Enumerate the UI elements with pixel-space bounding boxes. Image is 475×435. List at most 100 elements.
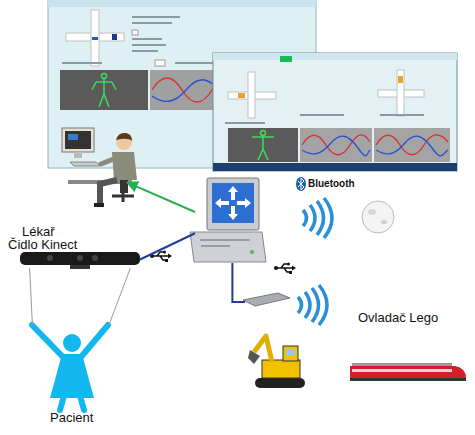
- kinect-sensor: [70, 265, 90, 269]
- app-screenshot: [112, 34, 117, 40]
- app-screenshot: [175, 62, 219, 64]
- network-computer: [215, 186, 251, 220]
- usb-symbol: [287, 263, 290, 266]
- patient-node: Pacient: [28, 325, 116, 413]
- wireless-waves: [310, 205, 315, 231]
- network-computer: [207, 178, 259, 230]
- app-screenshot: [213, 163, 457, 171]
- doctor-figure: [100, 180, 117, 203]
- excavator: [262, 360, 300, 378]
- app-screenshot: [374, 128, 450, 162]
- usb-symbol: [163, 251, 166, 254]
- connector-line: [30, 268, 131, 325]
- wireless-waves: [312, 288, 319, 322]
- doctor-figure: [62, 128, 137, 205]
- sphero-ball: [362, 201, 394, 233]
- app-screenshot: [132, 30, 138, 35]
- app-screenshot: [252, 136, 274, 160]
- kinect-sensor: [77, 255, 83, 261]
- wireless-waves: [303, 210, 307, 226]
- app-screenshot: [213, 53, 457, 171]
- app-screenshot: [60, 70, 148, 110]
- excavator: [283, 346, 298, 361]
- app-screenshot: [261, 131, 266, 136]
- app-screenshot: [92, 79, 116, 107]
- network-computer: [190, 232, 266, 262]
- app-screenshot: [213, 53, 457, 171]
- controller-node: Ovladač Lego: [245, 290, 450, 330]
- app-screenshot: [132, 22, 172, 24]
- lego-controller: [243, 293, 290, 306]
- wireless-waves: [298, 297, 302, 313]
- app-screenshot: [62, 62, 102, 64]
- app-screenshot: [92, 74, 116, 108]
- excavator: [248, 350, 260, 364]
- computer-node: [195, 178, 263, 263]
- kinect-sensor: [20, 252, 140, 265]
- app-screenshot: [132, 44, 166, 46]
- patient-figure: [32, 325, 108, 357]
- doctor-figure: [65, 131, 91, 149]
- bluetooth-logo: [296, 177, 306, 191]
- doctor-figure: [101, 158, 116, 164]
- kinect-sensor: [92, 255, 98, 261]
- patient-figure: [32, 325, 108, 410]
- usb-symbol: [150, 254, 154, 258]
- app-screenshot: [376, 136, 448, 156]
- app-screenshot: [398, 76, 403, 83]
- wireless-waves: [324, 198, 332, 238]
- wireless-waves: [305, 292, 310, 318]
- patient-figure: [63, 334, 81, 352]
- doctor-figure: [116, 133, 132, 141]
- usb-symbol: [150, 251, 172, 263]
- wireless-waves: [317, 201, 324, 235]
- doctor-figure: [68, 134, 78, 140]
- app-screenshot: [213, 53, 457, 60]
- usb-symbol: [152, 252, 168, 260]
- app-screenshot: [248, 72, 255, 118]
- app-screenshot: [252, 131, 274, 161]
- app-screenshot: [91, 10, 99, 66]
- doctor-figure: [62, 128, 94, 152]
- app-screenshot: [132, 50, 158, 52]
- wireless-waves: [298, 285, 327, 325]
- doctor-figure: [94, 203, 104, 207]
- kinect-sensor: [47, 255, 53, 261]
- app-screenshot: [132, 38, 162, 40]
- network-computer: [228, 206, 238, 220]
- connector-line: [232, 263, 245, 302]
- node-label: Pacient: [50, 411, 93, 425]
- doctor-figure: [74, 152, 82, 158]
- sensor-node: Čidlo Kinect: [20, 251, 140, 268]
- brand-label: Bluetooth: [308, 178, 355, 189]
- excavator: [248, 336, 305, 388]
- app-screenshot: [225, 122, 265, 124]
- patient-figure: [60, 396, 84, 410]
- app-screenshot: [48, 0, 316, 7]
- patient-figure: [50, 354, 94, 398]
- lego-controller: [243, 293, 290, 306]
- bluetooth-logo: [298, 178, 304, 190]
- usb-symbol: [274, 266, 278, 270]
- app-screenshot: [92, 37, 98, 40]
- sphero-ball: [381, 220, 387, 224]
- app-screenshot: [280, 56, 292, 62]
- usb-symbol: [292, 266, 296, 271]
- train: [352, 369, 452, 372]
- network-computer: [250, 250, 254, 254]
- connector-line: [140, 233, 195, 259]
- node-label: Ovladač Lego: [358, 311, 438, 325]
- usb-symbol: [289, 271, 292, 274]
- usb-symbol: [165, 259, 168, 262]
- app-screenshot: [380, 114, 424, 116]
- wireless-waves: [319, 285, 327, 325]
- app-screenshot: [300, 114, 344, 116]
- usb-symbol: [168, 254, 172, 259]
- app-screenshot: [238, 93, 245, 98]
- train: [350, 363, 466, 381]
- app-screenshot: [302, 136, 370, 156]
- app-screenshot: [132, 16, 180, 18]
